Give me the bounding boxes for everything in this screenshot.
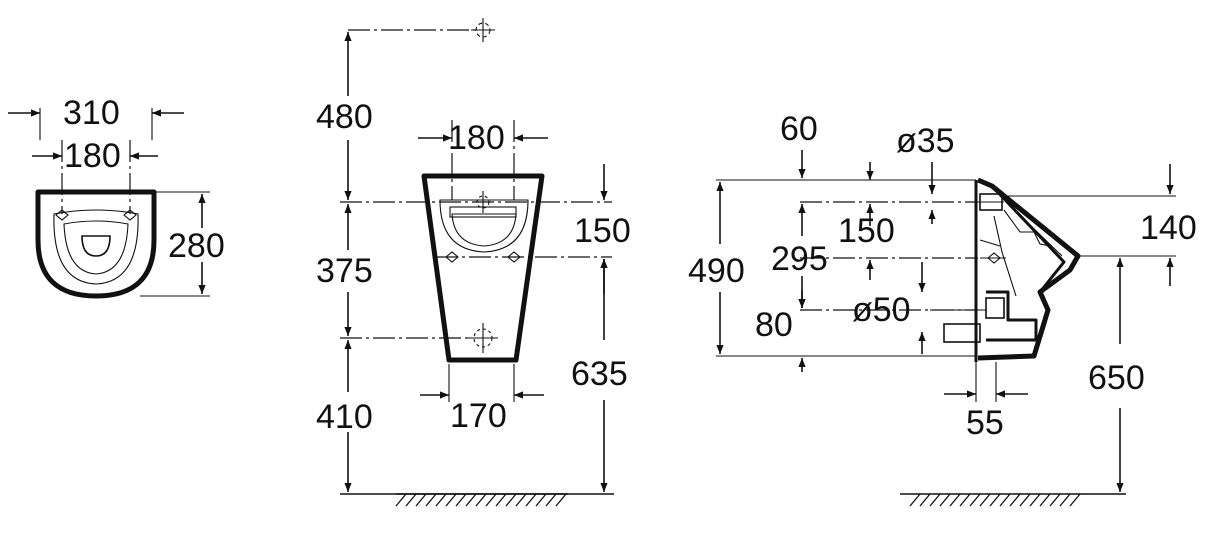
- front-supply-height-label: 480: [316, 98, 373, 136]
- side-rim-height-label: 650: [1088, 359, 1145, 397]
- side-outlet-diameter-label: ø50: [852, 291, 911, 329]
- front-inlet-offset-label: 150: [574, 212, 631, 250]
- side-drain-offset-label: 295: [771, 240, 828, 278]
- front-floor-height-label: 635: [571, 355, 628, 393]
- side-inlet-diameter-label: ø35: [896, 122, 955, 160]
- front-width-bottom-label: 170: [450, 397, 507, 435]
- front-fixing-spacing-label: 375: [316, 252, 373, 290]
- front-view: 480 375 410 180 150 635 170: [316, 18, 631, 507]
- front-view-outline: [421, 173, 545, 363]
- top-view-outline: [35, 189, 157, 299]
- top-view: 310 180 280: [8, 94, 225, 299]
- front-floor-hatch: [395, 493, 568, 507]
- side-outlet-offset-label: 80: [755, 306, 793, 344]
- front-width-top-label: 180: [448, 119, 505, 157]
- side-view: 60 ø35 140 490 295 150 ø50 80 650: [688, 110, 1197, 507]
- top-width-outer-label: 310: [63, 94, 120, 132]
- side-depth-top-label: 60: [780, 110, 818, 148]
- side-fixing-offset-label: 150: [838, 212, 895, 250]
- side-outlet-trap: [930, 290, 1038, 343]
- side-outlet-projection-label: 55: [966, 404, 1004, 442]
- top-depth-label: 280: [168, 227, 225, 265]
- front-outlet-icon: [468, 323, 498, 353]
- side-overall-height-label: 490: [688, 252, 745, 290]
- side-view-outline: [977, 177, 1081, 361]
- top-fixing-left-icon: [55, 209, 69, 221]
- side-rim-depth-label: 140: [1140, 209, 1197, 247]
- side-floor-hatch: [909, 493, 1081, 507]
- supply-point-icon: [471, 18, 495, 42]
- side-fixing-icon: [980, 252, 1006, 264]
- top-width-fixing-label: 180: [64, 137, 121, 175]
- front-lower-fixing-label: 410: [316, 398, 373, 436]
- top-fixing-right-icon: [123, 209, 137, 221]
